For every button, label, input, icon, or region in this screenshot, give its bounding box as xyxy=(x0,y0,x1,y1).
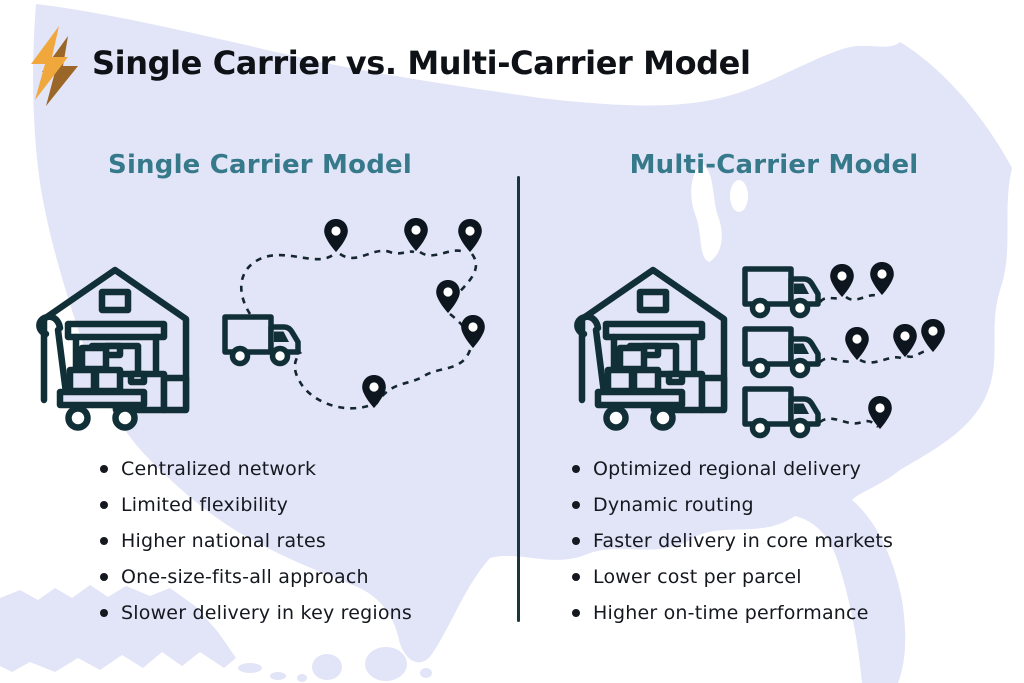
list-item: Slower delivery in key regions xyxy=(99,595,412,631)
multi-carrier-illustration xyxy=(577,262,945,436)
single-carrier-bullet-list: Centralized network Limited flexibility … xyxy=(99,451,412,631)
lightning-bolt-icon xyxy=(31,26,78,106)
list-item: Optimized regional delivery xyxy=(571,451,893,487)
single-carrier-illustration xyxy=(39,218,485,428)
list-item: Dynamic routing xyxy=(571,487,893,523)
usa-map-silhouette xyxy=(0,4,1013,683)
list-item: One-size-fits-all approach xyxy=(99,559,412,595)
dashed-routes xyxy=(819,293,930,428)
list-item: Limited flexibility xyxy=(99,487,412,523)
single-carrier-heading: Single Carrier Model xyxy=(108,150,412,180)
page-title: Single Carrier vs. Multi-Carrier Model xyxy=(92,44,751,82)
list-item: Higher national rates xyxy=(99,523,412,559)
list-item: Higher on-time performance xyxy=(571,595,893,631)
list-item: Faster delivery in core markets xyxy=(571,523,893,559)
multi-carrier-heading: Multi-Carrier Model xyxy=(629,150,919,180)
list-item: Centralized network xyxy=(99,451,412,487)
multi-carrier-bullet-list: Optimized regional delivery Dynamic rout… xyxy=(571,451,893,631)
column-divider xyxy=(517,176,520,622)
list-item: Lower cost per parcel xyxy=(571,559,893,595)
